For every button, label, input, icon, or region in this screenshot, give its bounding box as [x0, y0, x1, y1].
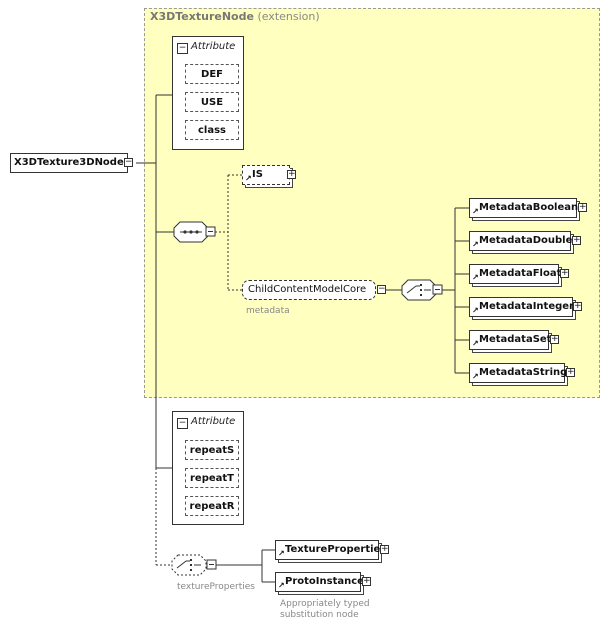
metadata-string-element[interactable]: ↗MetadataString — [469, 363, 567, 383]
root-element-label: X3DTexture3DNode — [14, 157, 124, 168]
plus-icon[interactable]: + — [578, 202, 587, 212]
child-content-model-group[interactable]: ChildContentModelCore — [242, 280, 376, 300]
plus-icon[interactable]: + — [566, 367, 575, 377]
plus-icon[interactable]: + — [287, 169, 296, 179]
attribute-group-1-title: −Attribute — [177, 41, 236, 54]
arrow-icon: ↗ — [472, 273, 479, 282]
attribute-class[interactable]: class — [185, 120, 239, 140]
proto-instance-element[interactable]: ↗ProtoInstance — [275, 572, 364, 592]
arrow-icon: ↗ — [245, 174, 252, 183]
attribute-group-2-title: −Attribute — [177, 416, 236, 429]
root-element[interactable]: X3DTexture3DNode — [10, 153, 128, 173]
arrow-icon: ↗ — [472, 306, 479, 315]
minus-icon[interactable]: − — [177, 418, 188, 429]
proto-instance-note: Appropriately typed substitution node — [280, 599, 370, 620]
choice-compositor-icon — [401, 279, 443, 301]
metadata-double-element[interactable]: ↗MetadataDouble — [469, 231, 572, 251]
arrow-icon: ↗ — [278, 581, 285, 590]
texture-choice-caption: textureProperties — [177, 582, 255, 592]
is-element[interactable]: ↗ IS — [242, 165, 290, 185]
plus-icon[interactable]: + — [362, 576, 371, 586]
is-element-label: IS — [252, 169, 263, 180]
arrow-icon: ↗ — [472, 372, 479, 381]
plus-icon[interactable]: + — [560, 268, 569, 278]
minus-icon[interactable]: − — [177, 43, 188, 54]
texture-choice-compositor-icon — [171, 554, 217, 576]
arrow-icon: ↗ — [472, 207, 479, 216]
plus-icon[interactable]: + — [550, 334, 559, 344]
attribute-repeatr[interactable]: repeatR — [185, 496, 239, 516]
child-content-model-label: ChildContentModelCore — [248, 284, 367, 295]
attribute-def[interactable]: DEF — [185, 64, 239, 84]
plus-icon[interactable]: + — [573, 301, 582, 311]
arrow-icon: ↗ — [278, 549, 285, 558]
arrow-icon: ↗ — [472, 339, 479, 348]
attribute-repeats[interactable]: repeatS — [185, 440, 239, 460]
arrow-icon: ↗ — [472, 240, 479, 249]
minus-icon[interactable]: − — [124, 157, 133, 167]
plus-icon[interactable]: + — [572, 235, 581, 245]
metadata-float-element[interactable]: ↗MetadataFloat — [469, 264, 561, 284]
metadata-integer-element[interactable]: ↗MetadataInteger — [469, 297, 574, 317]
plus-icon[interactable]: + — [380, 544, 389, 554]
minus-icon[interactable]: − — [377, 284, 386, 294]
child-group-caption: metadata — [246, 306, 290, 316]
attribute-use[interactable]: USE — [185, 92, 239, 112]
texture-properties-element[interactable]: ↗TextureProperties — [275, 540, 386, 560]
metadata-set-element[interactable]: ↗MetadataSet — [469, 330, 551, 350]
sequence-compositor-icon — [173, 221, 216, 243]
attribute-repeatt[interactable]: repeatT — [185, 468, 239, 488]
extension-title: X3DTextureNode (extension) — [150, 10, 320, 23]
metadata-boolean-element[interactable]: ↗MetadataBoolean — [469, 198, 578, 218]
